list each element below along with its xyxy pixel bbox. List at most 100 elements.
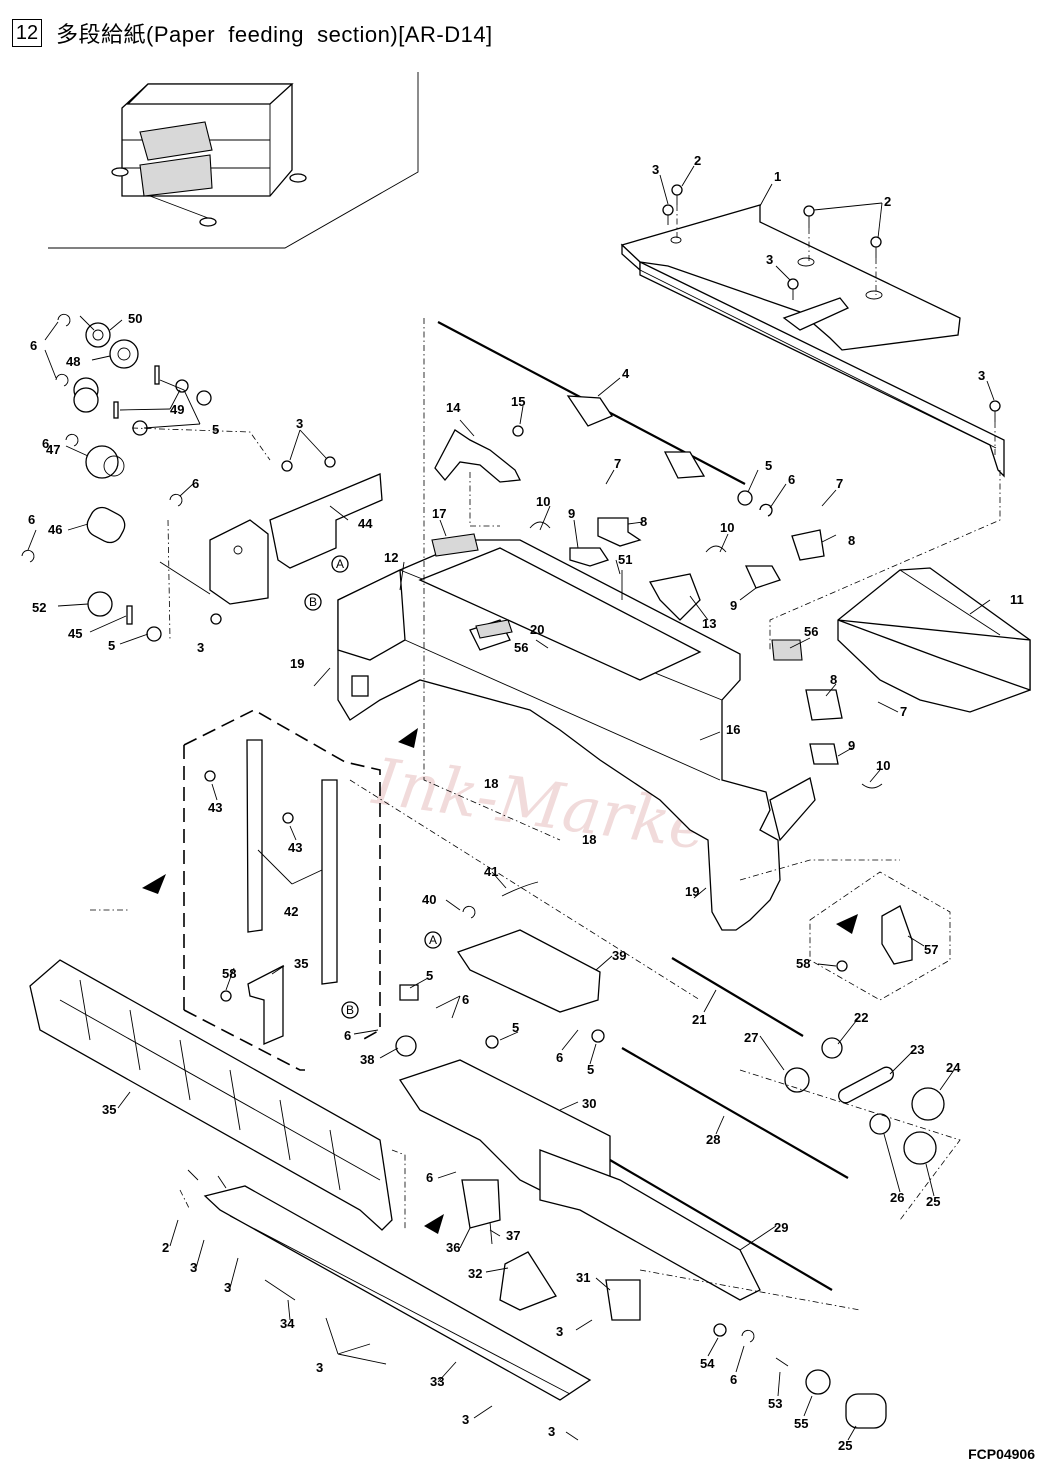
callout-19: 19 <box>685 884 699 899</box>
section-title: 多段給紙(Paper feeding section)[AR-D14] <box>56 22 493 47</box>
callout-10: 10 <box>876 758 890 773</box>
callout-6: 6 <box>192 476 199 491</box>
callout-2: 2 <box>694 153 701 168</box>
callout-2: 2 <box>162 1240 169 1255</box>
inset-copier-illustration <box>48 72 419 249</box>
dash-leaders <box>90 318 1001 1311</box>
part-1-top-plate <box>620 204 1005 478</box>
callout-56: 56 <box>804 624 818 639</box>
callout-5: 5 <box>212 422 219 437</box>
callout-5: 5 <box>108 638 115 653</box>
callout-14: 14 <box>446 400 461 415</box>
callout-3: 3 <box>224 1280 231 1295</box>
callout-32: 32 <box>468 1266 482 1281</box>
callout-3: 3 <box>197 640 204 655</box>
lower-frame-parts <box>203 728 761 1401</box>
callout-48: 48 <box>66 354 80 369</box>
callout-5: 5 <box>765 458 772 473</box>
part-44-bracket <box>209 456 383 625</box>
callout-57: 57 <box>924 942 938 957</box>
callout-41: 41 <box>484 864 498 879</box>
callout-40: 40 <box>422 892 436 907</box>
callout-6: 6 <box>42 436 49 451</box>
callout-44: 44 <box>358 516 373 531</box>
section-number-box: 12 <box>12 19 42 47</box>
callout-18: 18 <box>582 832 596 847</box>
callout-19: 19 <box>290 656 304 671</box>
callout-51: 51 <box>618 552 632 567</box>
detail-box-plates <box>142 709 381 1071</box>
callout-8: 8 <box>830 672 837 687</box>
callout-46: 46 <box>48 522 62 537</box>
callout-33: 33 <box>430 1374 444 1389</box>
callout-53: 53 <box>768 1396 782 1411</box>
callout-47: 47 <box>46 442 60 457</box>
callout-58: 58 <box>796 956 810 971</box>
callout-12: 12 <box>384 550 398 565</box>
callout-45: 45 <box>68 626 82 641</box>
callout-6: 6 <box>344 1028 351 1043</box>
callout-36: 36 <box>446 1240 460 1255</box>
callout-3: 3 <box>190 1260 197 1275</box>
callout-49: 49 <box>170 402 184 417</box>
callout-11: 11 <box>1010 592 1024 607</box>
callout-3: 3 <box>316 1360 323 1375</box>
reference-circles: A B A B <box>304 555 442 1019</box>
part-57-detail <box>809 871 951 1001</box>
callout-56: 56 <box>514 640 528 655</box>
callout-22: 22 <box>854 1010 868 1025</box>
callout-6: 6 <box>28 512 35 527</box>
callout-3: 3 <box>766 252 773 267</box>
section-header: 12 多段給紙(Paper feeding section)[AR-D14] <box>12 18 493 48</box>
callout-3: 3 <box>652 162 659 177</box>
callout-1: 1 <box>774 169 781 184</box>
callout-7: 7 <box>900 704 907 719</box>
top-screws <box>662 184 1001 455</box>
frame-small-parts <box>431 425 883 789</box>
callout-25: 25 <box>838 1438 852 1453</box>
callout-27: 27 <box>744 1030 758 1045</box>
callout-43: 43 <box>288 840 302 855</box>
callout-5: 5 <box>512 1020 519 1035</box>
callout-35: 35 <box>102 1102 116 1117</box>
part-11-paper-tray <box>837 567 1031 713</box>
callout-18: 18 <box>484 776 498 791</box>
callout-6: 6 <box>426 1170 433 1185</box>
gear-cluster <box>21 313 271 642</box>
callout-15: 15 <box>511 394 525 409</box>
callout-26: 26 <box>890 1190 904 1205</box>
callout-7: 7 <box>836 476 843 491</box>
callout-43: 43 <box>208 800 222 815</box>
callout-5: 5 <box>587 1062 594 1077</box>
callout-3: 3 <box>556 1324 563 1339</box>
callout-6: 6 <box>730 1372 737 1387</box>
callout-16: 16 <box>726 722 740 737</box>
figure-code: FCP04906 <box>968 1446 1035 1462</box>
callout-8: 8 <box>640 514 647 529</box>
callout-54: 54 <box>700 1356 715 1371</box>
callout-9: 9 <box>730 598 737 613</box>
callout-52: 52 <box>32 600 46 615</box>
callout-20: 20 <box>530 622 544 637</box>
callout-21: 21 <box>692 1012 706 1027</box>
part-35-guide <box>29 959 406 1231</box>
callout-23: 23 <box>910 1042 924 1057</box>
callout-6: 6 <box>556 1050 563 1065</box>
callout-leaders <box>27 165 995 1441</box>
callout-8: 8 <box>848 533 855 548</box>
callout-3: 3 <box>296 416 303 431</box>
part-12-main-frame <box>337 539 816 931</box>
callout-3: 3 <box>548 1424 555 1439</box>
callout-10: 10 <box>720 520 734 535</box>
callout-3: 3 <box>978 368 985 383</box>
callout-34: 34 <box>280 1316 295 1331</box>
callout-31: 31 <box>576 1270 590 1285</box>
ref-b-lower: B <box>346 1003 354 1017</box>
right-shafts-rollers <box>609 957 961 1429</box>
callout-50: 50 <box>128 311 142 326</box>
callout-10: 10 <box>536 494 550 509</box>
callout-4: 4 <box>622 366 630 381</box>
callout-7: 7 <box>614 456 621 471</box>
part-4-feed-shaft <box>437 321 773 517</box>
callout-55: 55 <box>794 1416 808 1431</box>
